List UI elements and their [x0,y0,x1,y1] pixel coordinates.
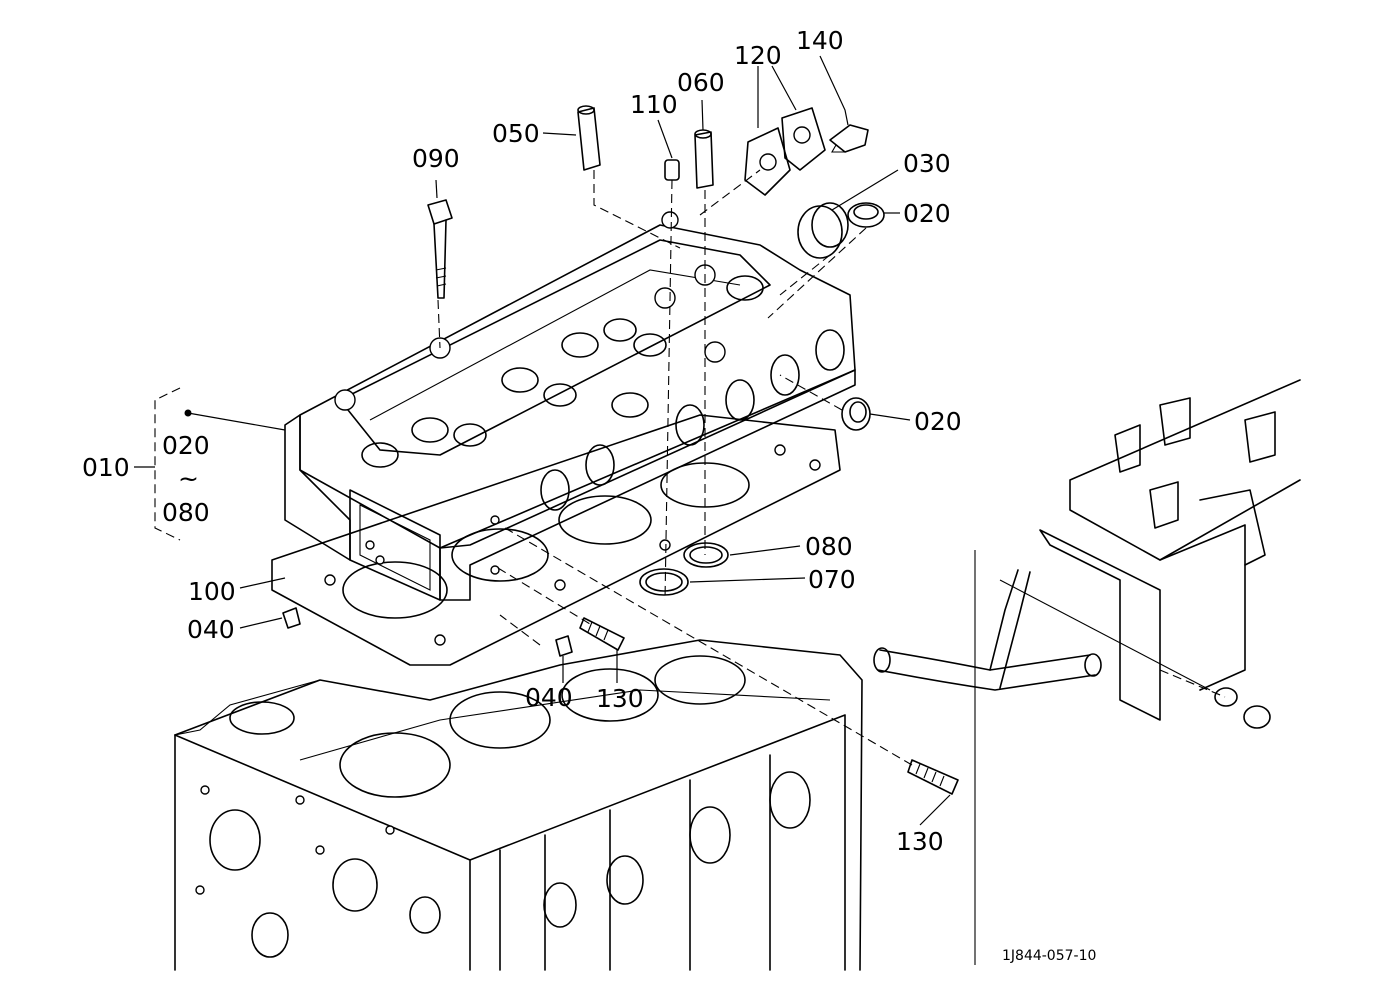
cap-020-mid [841,397,871,431]
water-pipe [873,569,1102,691]
stud-130-mid [579,617,625,651]
bracket-plate [974,379,1301,965]
leader-lines [184,55,951,826]
cap-020-top [847,202,885,228]
label-110: 110 [630,90,678,119]
figure-reference: 1J844-057-10 [1002,948,1096,964]
label-100: 100 [188,577,236,606]
label-010: 010 [82,453,130,482]
stud-130-low [907,759,959,795]
seal-080 [683,542,729,568]
label-070: 070 [808,565,856,594]
head-gasket [271,414,841,666]
fitting-140 [829,124,869,153]
label-140: 140 [796,26,844,55]
label-020-mid: 020 [914,407,962,436]
plug-110 [664,159,680,181]
label-kit-080: 080 [162,498,210,527]
seal-070 [639,568,689,596]
valve-guide-050 [577,105,601,171]
assembly-lines [437,169,1226,766]
label-050: 050 [492,119,540,148]
label-060: 060 [677,68,725,97]
label-040-mid: 040 [525,683,573,712]
head-bolt-090 [427,199,453,299]
label-040-left: 040 [187,615,235,644]
part-labels: 140 120 060 110 050 090 030 020 020 010 … [82,26,1096,964]
label-030: 030 [903,149,951,178]
kit-bracket [134,387,181,541]
label-090: 090 [412,144,460,173]
label-020-top: 020 [903,199,951,228]
gasket-120 [744,107,826,196]
label-130-low: 130 [896,827,944,856]
valve-guide-060 [694,129,714,189]
pin-040-left [282,607,301,629]
cylinder-block [174,639,863,971]
cylinder-head [284,211,856,601]
label-120: 120 [734,41,782,70]
label-130-mid: 130 [596,684,644,713]
plug-030 [797,202,849,259]
pin-040-mid [555,635,573,657]
label-kit-020: 020 [162,431,210,460]
label-kit-tilde: ~ [178,464,199,493]
label-080: 080 [805,532,853,561]
